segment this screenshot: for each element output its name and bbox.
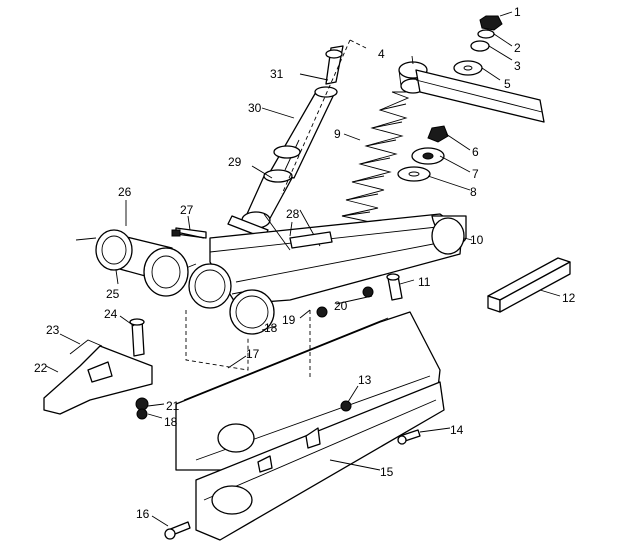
- swing-arm: [185, 209, 467, 371]
- callout-numbers: 1 2 3 4 5 6 7 8 9 10 11 12 13 14 15 16 1…: [34, 5, 576, 521]
- callout-30: 30: [248, 101, 262, 115]
- callout-25: 25: [106, 287, 120, 301]
- callout-13: 13: [358, 373, 372, 387]
- callout-16: 16: [136, 507, 150, 521]
- torque-arm-left: [75, 227, 207, 297]
- bolt-14: [397, 429, 421, 445]
- callout-29: 29: [228, 155, 242, 169]
- callout-1: 1: [514, 5, 521, 19]
- callout-27: 27: [180, 203, 194, 217]
- nuts: [135, 286, 374, 420]
- callout-11: 11: [418, 275, 431, 289]
- callout-3: 3: [514, 59, 521, 73]
- callout-15: 15: [380, 465, 394, 479]
- callout-21: 21: [166, 399, 180, 413]
- callout-18-upper: 18: [264, 321, 278, 335]
- callout-5: 5: [504, 77, 511, 91]
- callout-4: 4: [378, 47, 385, 61]
- bolt-27: [171, 229, 205, 239]
- callout-19: 19: [282, 313, 296, 327]
- callout-14: 14: [450, 423, 464, 437]
- bolt-11: [386, 273, 403, 301]
- callout-8: 8: [470, 185, 477, 199]
- callout-7: 7: [472, 167, 479, 181]
- shock-spring: [341, 61, 428, 223]
- bolt-16: [164, 521, 191, 540]
- callout-26: 26: [118, 185, 132, 199]
- callout-18-lower: 18: [164, 415, 178, 429]
- callout-17: 17: [246, 347, 260, 361]
- callout-2: 2: [514, 41, 521, 55]
- leader-lines: [45, 11, 561, 527]
- rear-rail: [175, 310, 445, 541]
- callout-22: 22: [34, 361, 48, 375]
- square-bar: [487, 257, 571, 313]
- callout-20: 20: [334, 299, 348, 313]
- suspension-rail: [415, 69, 545, 123]
- bolt-24: [129, 318, 145, 357]
- callout-9: 9: [334, 127, 341, 141]
- callout-23: 23: [46, 323, 60, 337]
- callout-10: 10: [470, 233, 484, 247]
- callout-31: 31: [270, 67, 284, 81]
- callout-24: 24: [104, 307, 118, 321]
- callout-12: 12: [562, 291, 576, 305]
- left-bracket: [43, 339, 153, 415]
- callout-6: 6: [472, 145, 479, 159]
- callout-28: 28: [286, 207, 300, 221]
